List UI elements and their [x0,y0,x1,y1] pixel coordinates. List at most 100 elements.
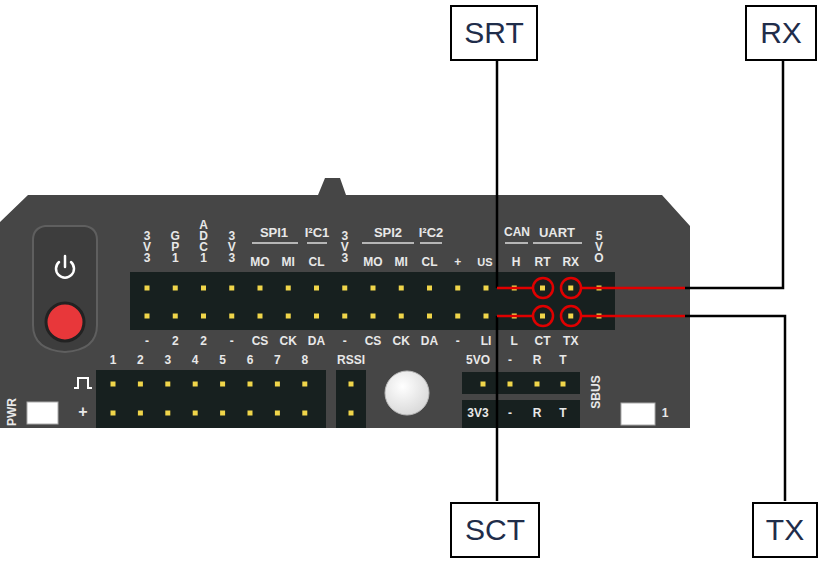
pin [484,286,489,291]
pin-label: RSSI [337,354,365,366]
pin-label: RT [535,256,551,268]
callout-text: SCT [465,513,525,547]
pin [342,286,347,291]
pin [229,286,234,291]
stacked-pin-label: 3 V 3 [140,231,154,264]
pin [481,382,486,387]
stacked-pin-label: 3 V 3 [338,231,352,264]
header-strip [96,370,326,428]
pin-label: H [512,256,521,268]
pin-label: TX [563,335,578,347]
pin-label: 5 [219,354,226,366]
pin [286,314,291,319]
pin-label: R [533,407,542,419]
pin [484,314,489,319]
pin-label: CK [280,335,297,347]
callout-box: SRT [450,5,538,61]
pin [173,314,178,319]
pin [258,286,263,291]
pin [342,314,347,319]
pin [193,382,198,387]
white-pad [27,402,58,424]
header-pins [111,286,602,416]
pin [165,411,170,416]
pin-label: SPI1 [260,226,288,239]
pin-label: I²C1 [305,226,330,239]
pin [371,286,376,291]
pin [173,286,178,291]
pin-label: CL [309,256,325,268]
pin [349,411,354,416]
pin [568,314,573,319]
pin-label: SPI2 [374,226,402,239]
pin-label: 1 [662,407,669,419]
stacked-pin-label: A D C 1 [196,220,210,264]
header-strip [462,372,580,394]
power-button-housing [33,226,97,352]
pin [427,314,432,319]
pin [540,286,545,291]
pin [302,382,307,387]
pin [201,314,206,319]
pin-label: CAN [504,226,530,238]
stacked-pin-label: 5 V O [592,231,606,264]
pin-label: + [78,404,87,420]
group-bars [252,242,582,244]
pin [220,382,225,387]
white-pad [621,403,655,425]
pin-label: PWR [6,398,18,426]
header-strip [130,272,615,330]
pin-label: - [456,335,460,347]
pin [349,382,354,387]
pin [201,286,206,291]
pin-label: R [533,354,542,366]
pin [540,314,545,319]
pin [138,411,143,416]
pin-label: 8 [301,354,308,366]
pin-label: - [508,407,512,419]
pin-label: RX [562,256,579,268]
callout-box: SCT [450,502,540,558]
pin-label: - [508,354,512,366]
power-button [46,303,84,341]
pin-label: L [511,335,518,347]
callout-text: SRT [464,16,523,50]
pin [427,286,432,291]
pin [138,382,143,387]
pin [248,382,253,387]
pin-label: 5VO [466,354,490,366]
stacked-pin-label: G P 1 [168,231,182,264]
pin-label: T [559,354,566,366]
pin [145,314,150,319]
pin-label: T [559,407,566,419]
pin-label: CT [535,335,551,347]
callout-box: RX [745,5,817,61]
pin-label: SBUS [590,375,602,408]
pin-label: - [343,335,347,347]
board-body [0,178,690,428]
pin-label: 6 [247,354,254,366]
pulse-symbol [74,378,92,388]
pin-label: I²C2 [419,226,444,239]
pin-label: MI [282,256,295,268]
pin-label: 3 [164,354,171,366]
highlight-circles [533,278,581,326]
pin [455,314,460,319]
pin [229,314,234,319]
pin [302,411,307,416]
pin-label: 2 [200,335,207,347]
round-button [385,371,429,415]
pin-label: - [230,335,234,347]
pin-label: - [145,335,149,347]
callout-text: TX [766,513,804,547]
pin [193,411,198,416]
pin-label: 2 [172,335,179,347]
pin [165,382,170,387]
pin-label: MO [363,256,382,268]
power-icon [64,256,67,267]
pin [220,411,225,416]
pin-label: MO [250,256,269,268]
pin-label: 7 [274,354,281,366]
pin-label: 4 [192,354,199,366]
